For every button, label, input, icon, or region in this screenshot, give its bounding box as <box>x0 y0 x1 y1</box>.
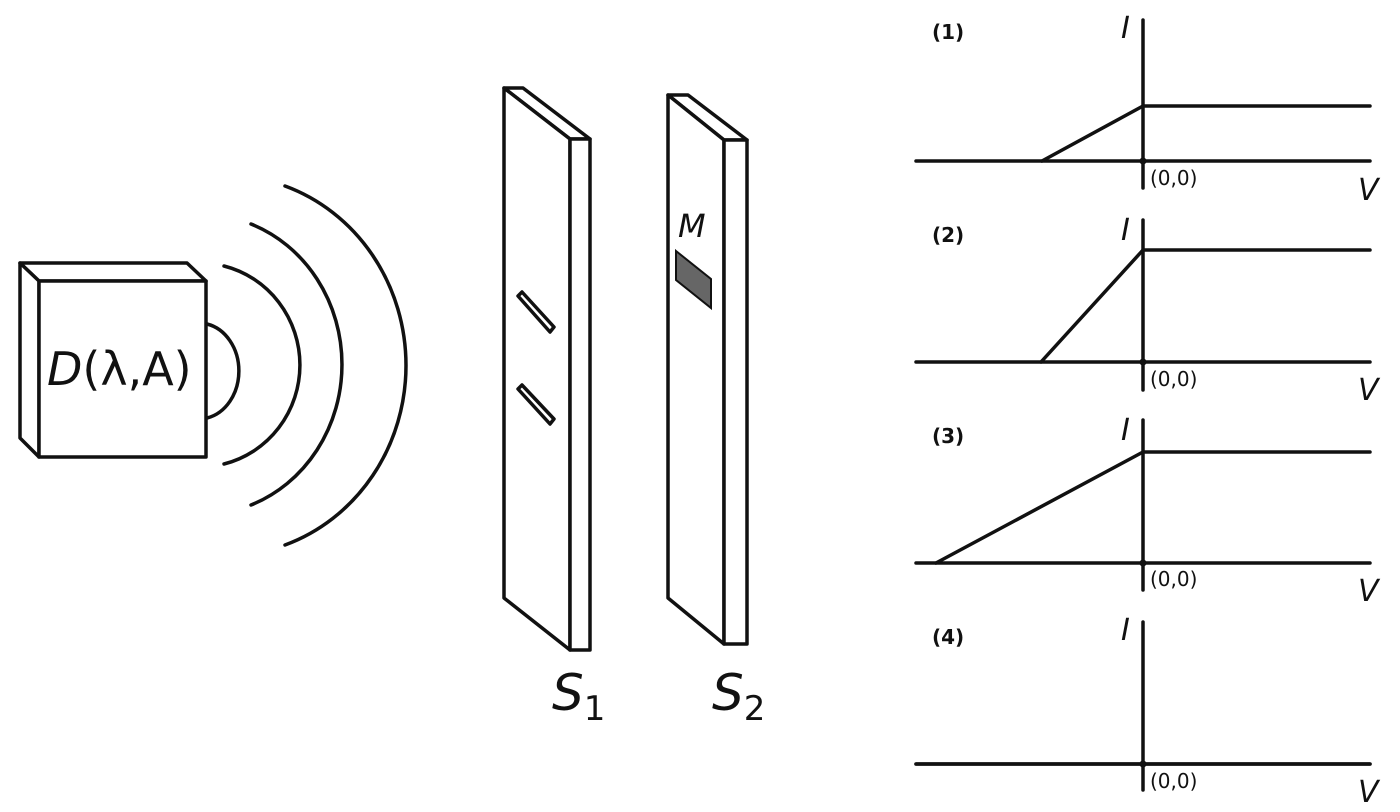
y-axis-label: I <box>1121 213 1130 248</box>
graph-panel-1: (1) I V (0,0) <box>914 11 1381 208</box>
origin-label: (0,0) <box>1150 567 1197 591</box>
wavefront-3 <box>249 222 344 507</box>
marker-m-label: M <box>678 207 706 245</box>
graph-panel-2: (2) I V (0,0) <box>914 213 1381 408</box>
iv-curve <box>1040 104 1372 163</box>
panel-number: (4) <box>932 625 964 649</box>
x-axis-label: V <box>1358 574 1381 609</box>
origin-dot <box>1139 358 1147 366</box>
source-box: D(λ,A) <box>18 261 208 459</box>
origin-label: (0,0) <box>1150 769 1197 793</box>
screen-s2-side-face <box>722 138 749 646</box>
marker-m <box>675 248 712 311</box>
screen-s1-label: S1 <box>552 664 605 729</box>
x-axis-label: V <box>1358 775 1381 810</box>
slit-lower <box>516 383 556 426</box>
screen-s1-side-face <box>568 137 592 652</box>
x-axis-label: V <box>1358 373 1381 408</box>
y-axis-label: I <box>1121 11 1130 46</box>
slit-upper <box>516 290 556 334</box>
screen-s1-front-face <box>502 86 572 652</box>
origin-label: (0,0) <box>1150 367 1197 391</box>
source-box-top-face <box>18 261 208 283</box>
source-label: D(λ,A) <box>47 342 192 396</box>
origin-label: (0,0) <box>1150 166 1197 190</box>
wavefront-1 <box>205 322 241 420</box>
graph-panel-3: (3) I V (0,0) <box>914 413 1381 609</box>
panel-number: (3) <box>932 424 964 448</box>
graph-panel-4: (4) I V (0,0) <box>914 613 1381 810</box>
screen-s2-front-face <box>666 93 726 646</box>
wavefront-4 <box>283 184 408 547</box>
origin-dot <box>1139 559 1147 567</box>
x-axis-label: V <box>1358 173 1381 208</box>
screen-s1 <box>502 86 592 652</box>
origin-dot <box>1139 157 1147 165</box>
panel-number: (1) <box>932 20 964 44</box>
iv-curve <box>1039 248 1372 364</box>
screen-s2: M <box>666 93 749 646</box>
iv-curve <box>934 450 1372 565</box>
screen-s2-label: S2 <box>712 664 765 729</box>
wavefront-2 <box>222 264 302 466</box>
y-axis-label: I <box>1121 613 1130 648</box>
source-box-front-face <box>37 279 208 459</box>
wavefronts <box>205 184 408 547</box>
source-box-side-face <box>18 261 41 459</box>
panel-number: (2) <box>932 223 964 247</box>
y-axis-label: I <box>1121 413 1130 448</box>
